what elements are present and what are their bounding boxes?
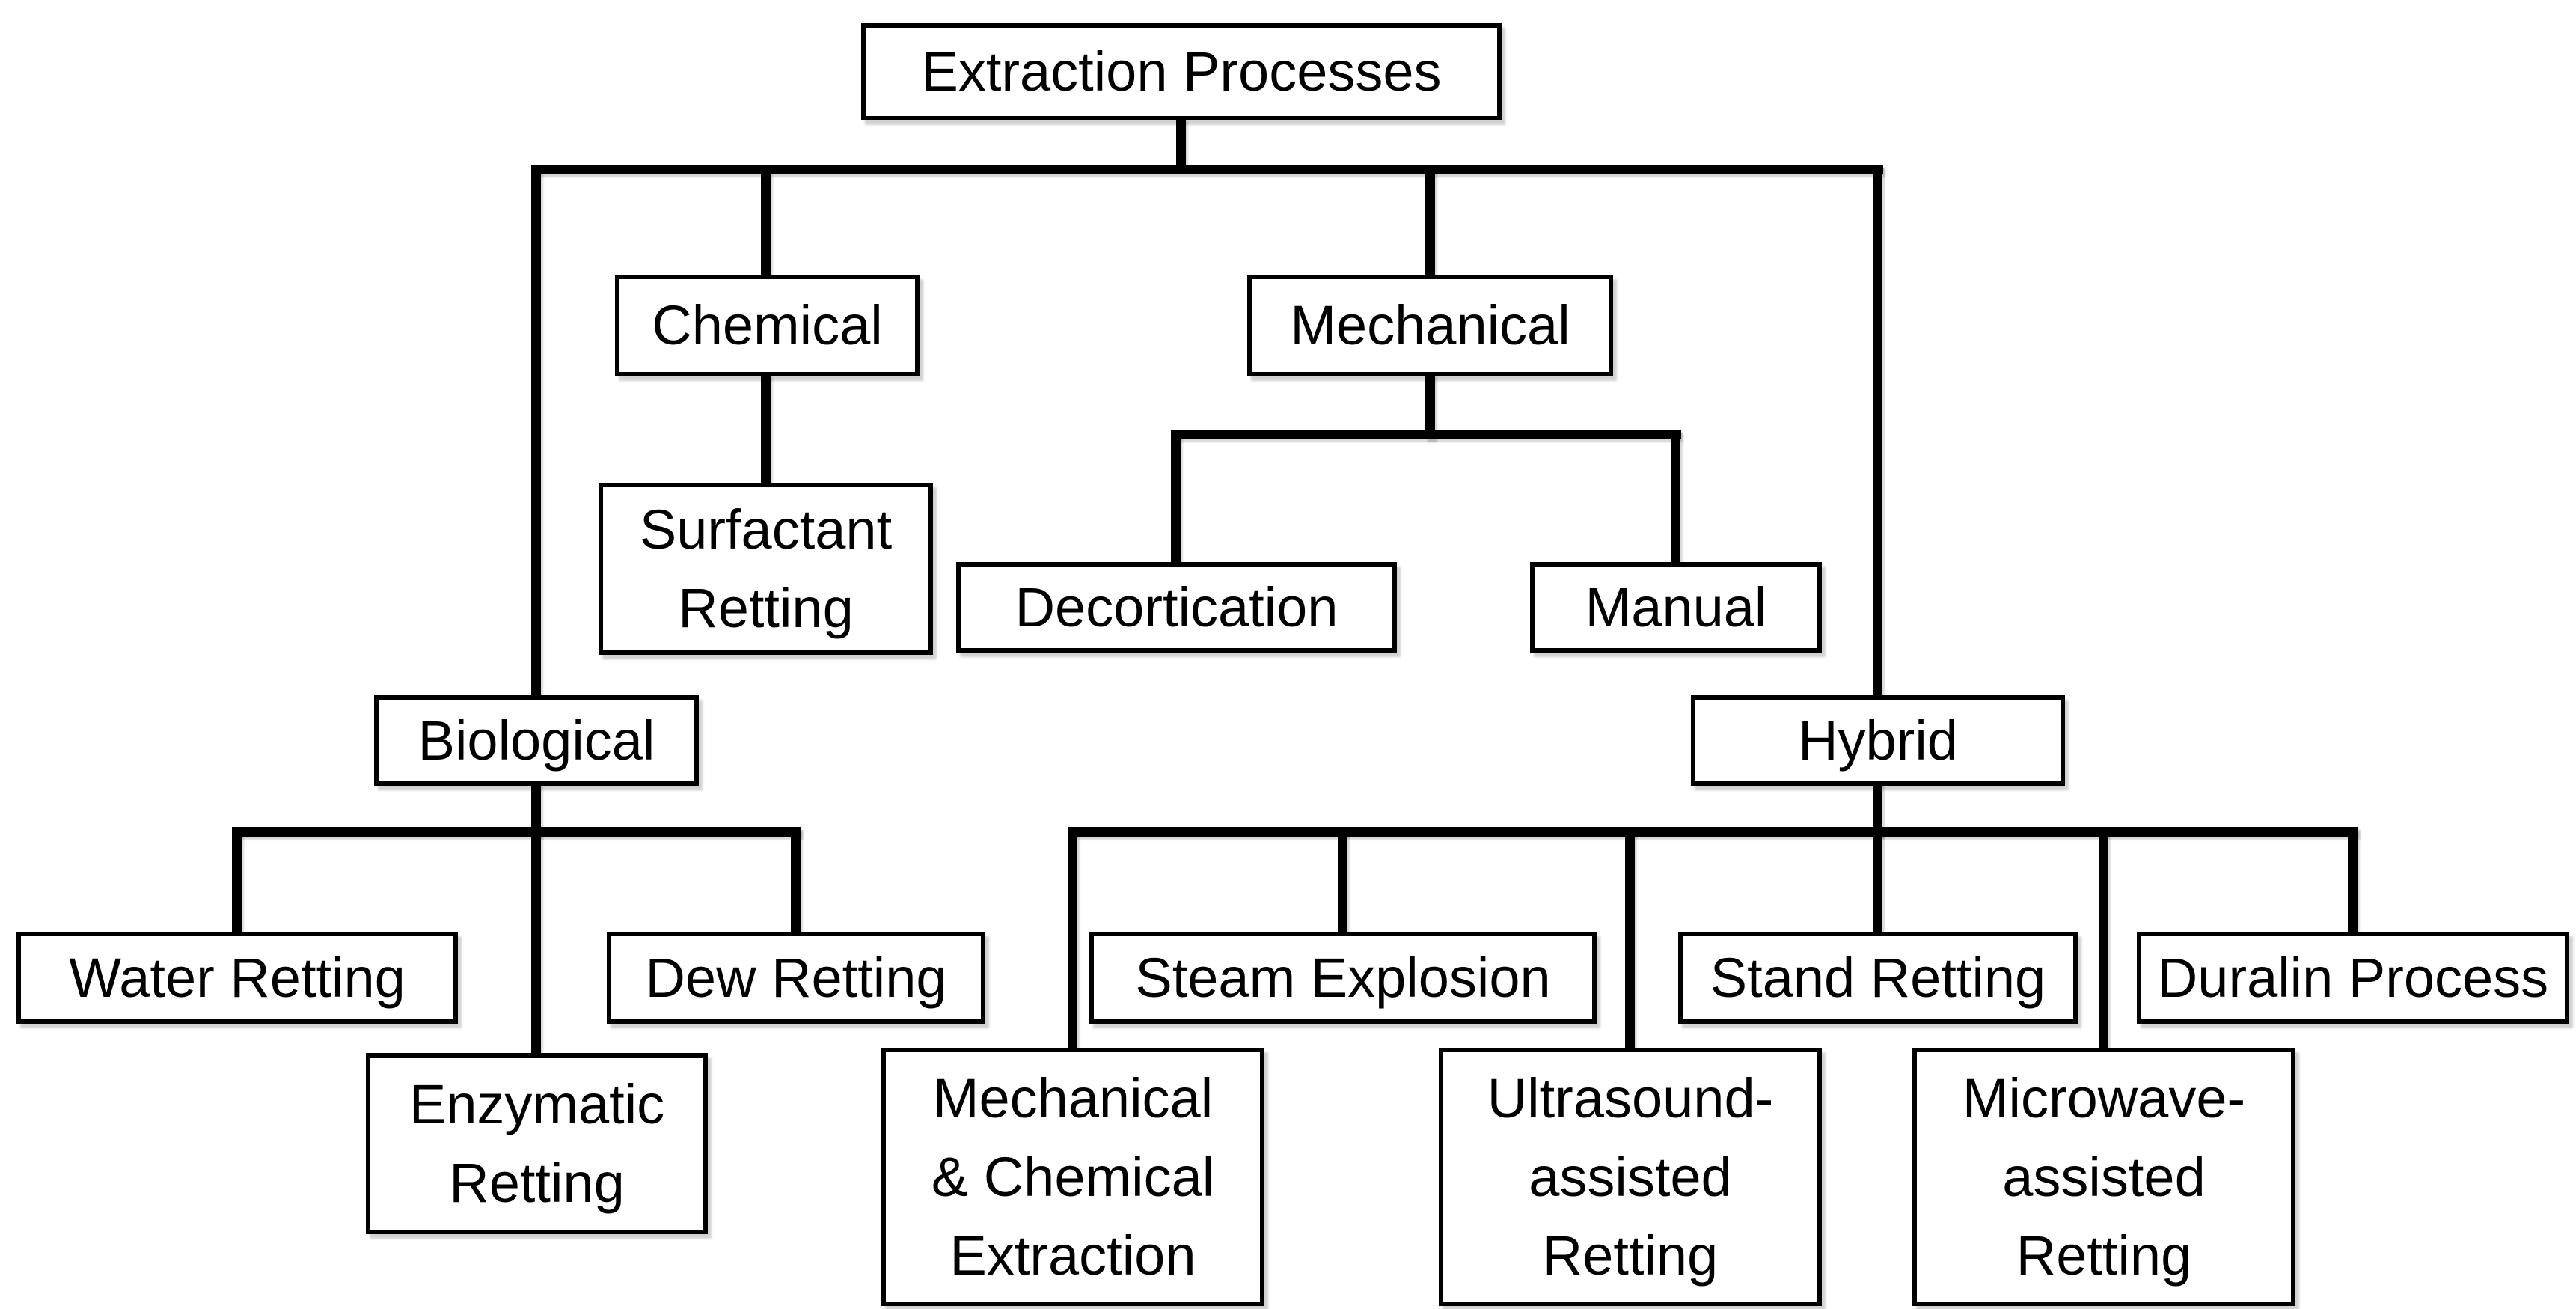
node-manual: Manual <box>1530 562 1822 653</box>
connector-drop-hybrid <box>1873 165 1882 700</box>
connector-drop-mech-chem <box>1068 827 1077 1052</box>
connector-hybrid-drop <box>1873 781 1882 837</box>
connector-drop-manual <box>1671 430 1680 567</box>
node-duralin-process: Duralin Process <box>2137 932 2569 1024</box>
connector-chemical-surfactant <box>761 374 771 487</box>
node-ultrasound-assisted-retting: Ultrasound- assisted Retting <box>1439 1048 1822 1306</box>
connector-drop-duralin <box>2348 827 2358 936</box>
connector-drop-microwave <box>2099 827 2108 1052</box>
node-microwave-assisted-retting: Microwave- assisted Retting <box>1912 1048 2295 1306</box>
node-enzymatic-retting: Enzymatic Retting <box>366 1053 708 1234</box>
connector-drop-ultrasound <box>1625 827 1635 1052</box>
node-extraction-processes: Extraction Processes <box>861 23 1502 120</box>
connector-drop-decortication <box>1171 430 1181 567</box>
connector-biological-bar <box>232 827 801 837</box>
connector-drop-enzymatic <box>531 827 541 1058</box>
node-surfactant-retting: Surfactant Retting <box>599 483 933 655</box>
node-decortication: Decortication <box>956 562 1397 653</box>
connector-level1-bar <box>531 165 1883 174</box>
connector-drop-steam-explosion <box>1338 827 1347 936</box>
node-mechanical: Mechanical <box>1247 275 1613 376</box>
connector-root-drop <box>1176 118 1186 168</box>
node-dew-retting: Dew Retting <box>607 932 985 1024</box>
connector-mechanical-bar <box>1171 430 1681 439</box>
node-water-retting: Water Retting <box>16 932 458 1024</box>
node-stand-retting: Stand Retting <box>1678 932 2078 1024</box>
node-biological: Biological <box>374 695 699 786</box>
node-mechanical-chemical-extraction: Mechanical & Chemical Extraction <box>881 1048 1264 1306</box>
connector-drop-dew-retting <box>791 827 801 936</box>
connector-biological-drop <box>531 781 541 837</box>
connector-drop-biological <box>531 165 541 700</box>
node-hybrid: Hybrid <box>1691 695 2065 786</box>
connector-drop-stand-retting <box>1873 827 1882 936</box>
node-chemical: Chemical <box>615 275 920 376</box>
connector-drop-water-retting <box>232 827 242 936</box>
connector-mechanical-drop <box>1425 374 1435 439</box>
node-steam-explosion: Steam Explosion <box>1089 932 1597 1024</box>
connector-hybrid-bar <box>1068 827 2358 837</box>
connector-drop-chemical <box>761 165 771 279</box>
connector-drop-mechanical <box>1425 165 1435 279</box>
